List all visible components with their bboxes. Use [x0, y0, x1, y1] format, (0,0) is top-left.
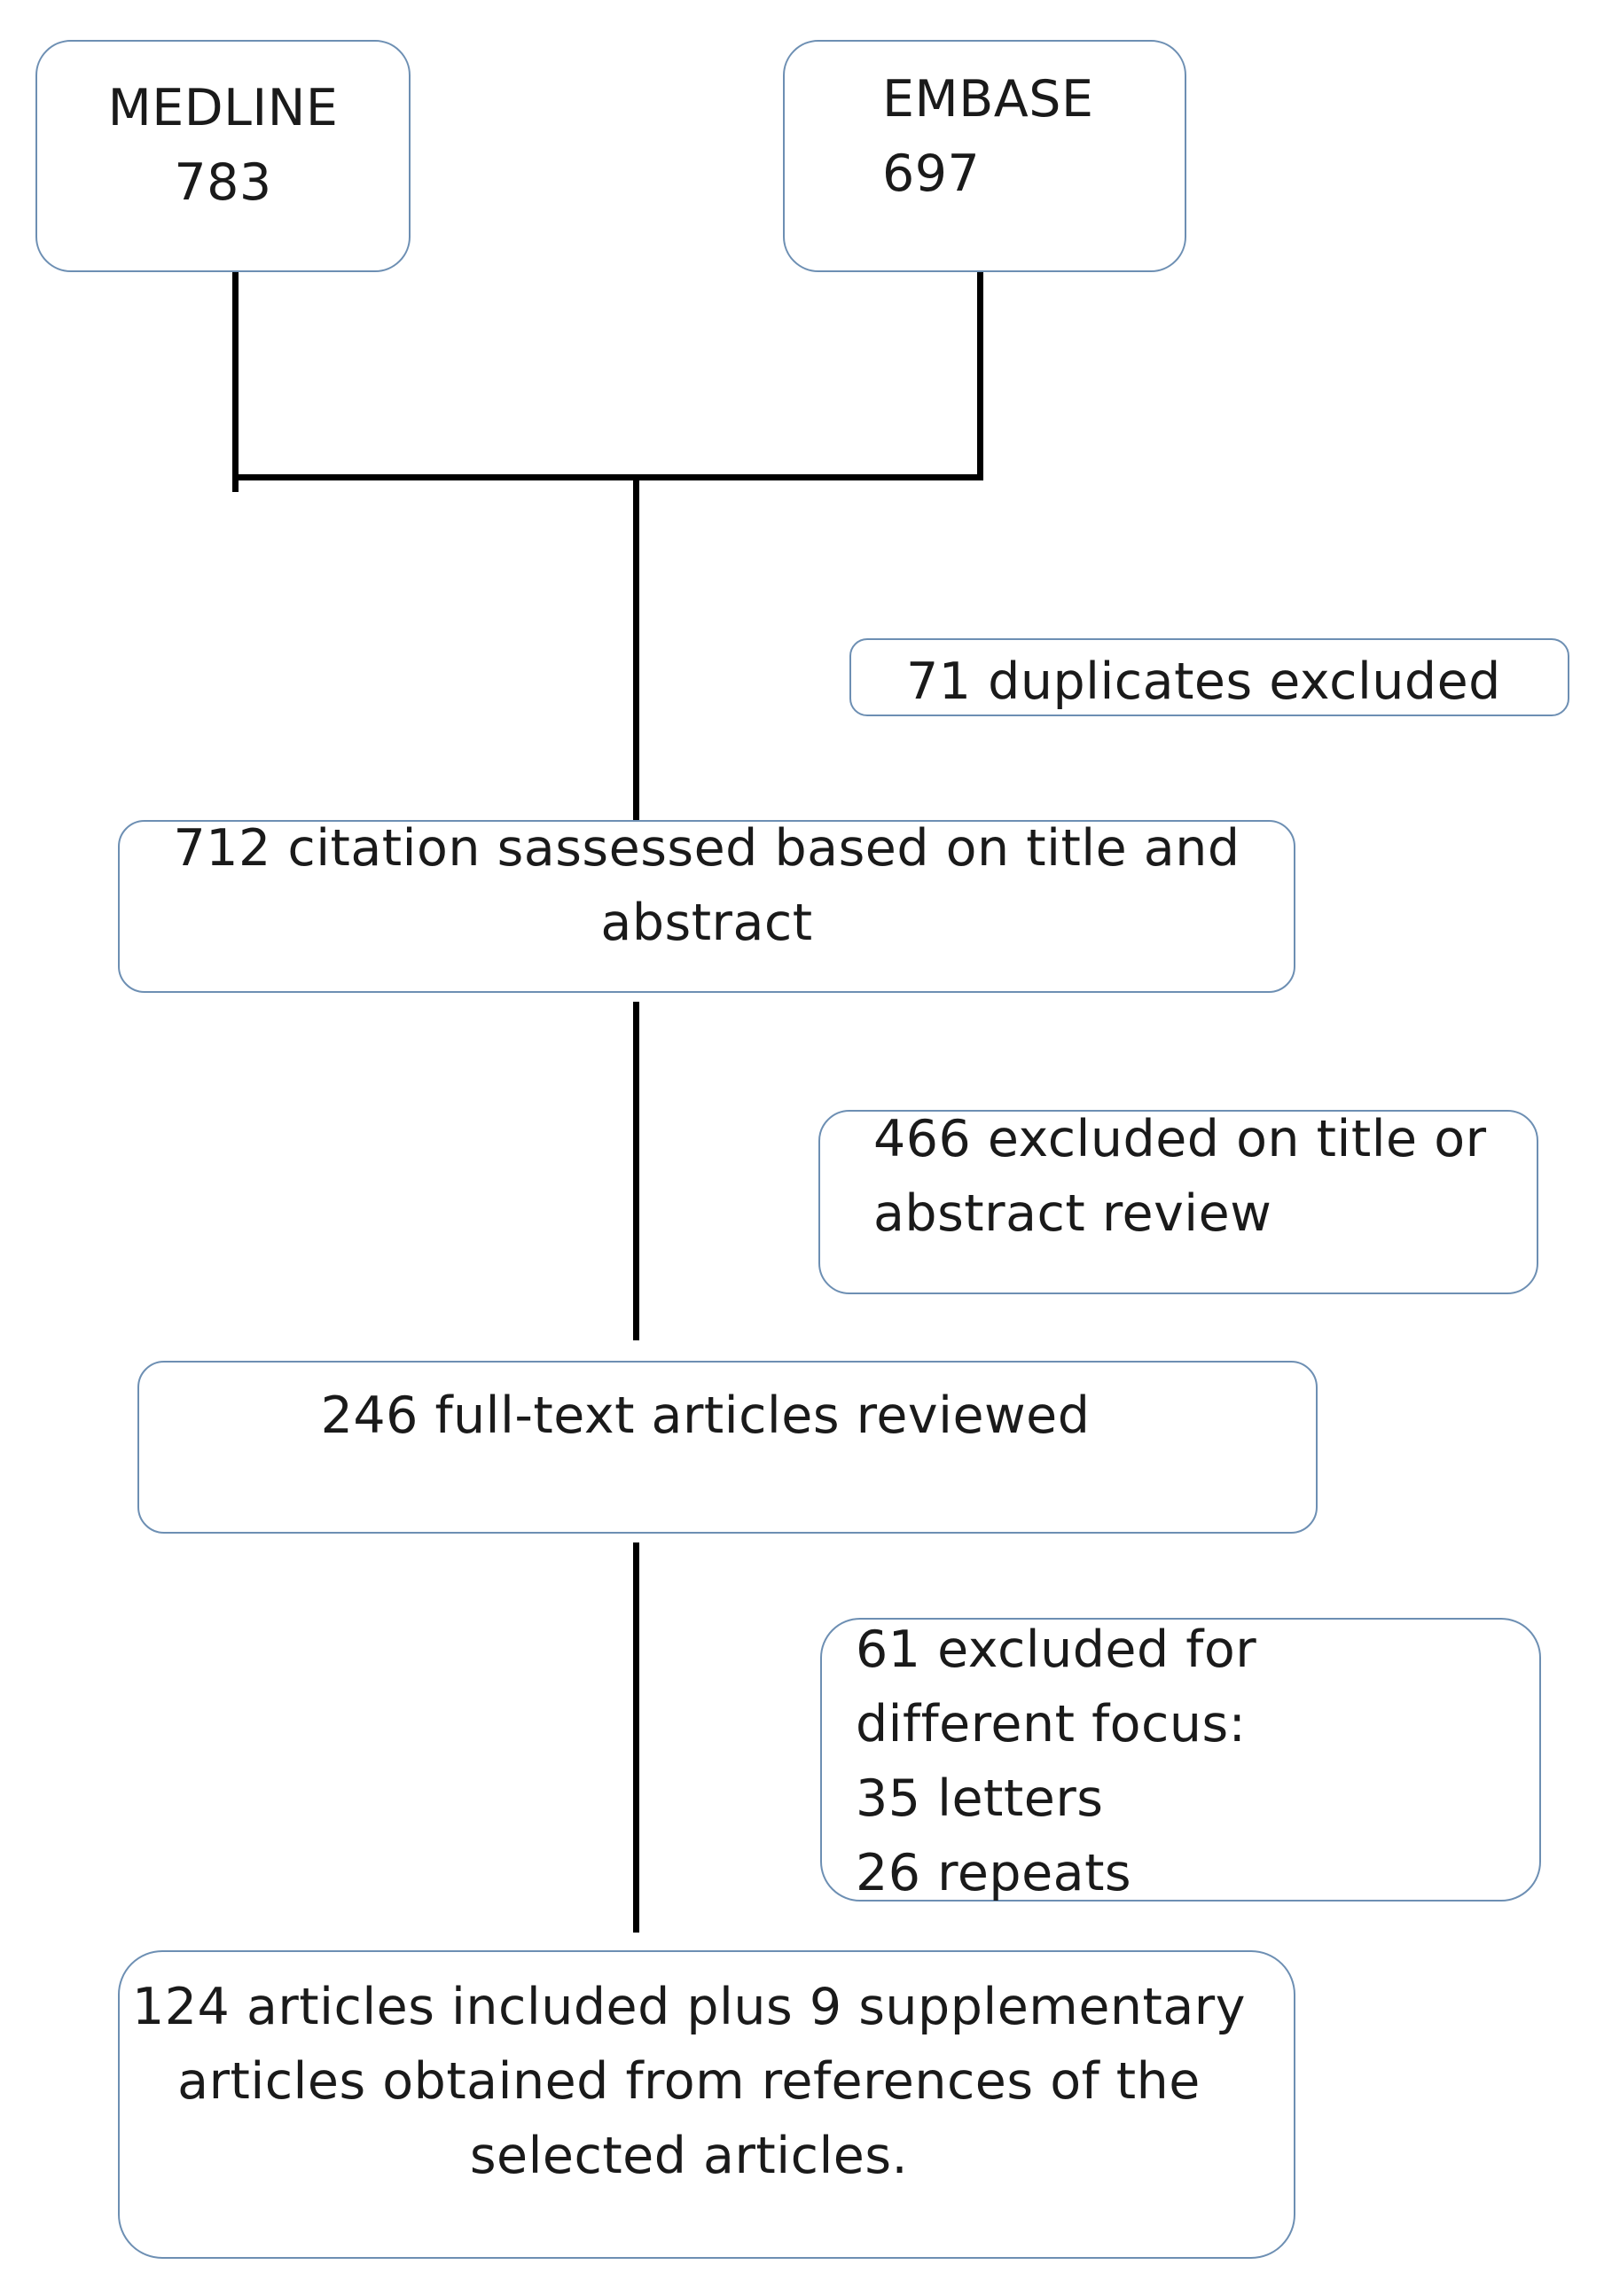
duplicates-excluded-text: 71 duplicates excluded	[906, 652, 1501, 711]
title-abstract-screening-box	[118, 820, 1295, 993]
title-abstract-exclusion-line2: abstract review	[873, 1184, 1272, 1243]
merge-to-screening-line	[633, 477, 639, 820]
full-text-exclusion-line4: 26 repeats	[856, 1844, 1132, 1902]
embase-label: EMBASE	[882, 70, 1094, 129]
screening-to-fulltext-line	[633, 1002, 639, 1340]
fulltext-to-included-line	[633, 1542, 639, 1933]
merge-horizontal-line	[232, 474, 983, 480]
title-abstract-exclusion-box	[818, 1110, 1538, 1294]
medline-count: 783	[174, 153, 272, 212]
embase-source-box	[783, 40, 1186, 272]
embase-connector-line	[977, 270, 983, 480]
screening-text-line2: abstract	[600, 894, 813, 952]
included-articles-box	[118, 1950, 1295, 2259]
screening-text-line1: 712 citation sassessed based on title an…	[173, 819, 1240, 878]
medline-label: MEDLINE	[107, 79, 339, 137]
title-abstract-exclusion-line1: 466 excluded on title or	[873, 1110, 1487, 1168]
full-text-exclusion-box	[820, 1618, 1541, 1902]
full-text-exclusion-line3: 35 letters	[856, 1769, 1104, 1828]
full-text-review-box	[137, 1361, 1318, 1534]
full-text-exclusion-line2: different focus:	[856, 1695, 1247, 1753]
included-text-line2: articles obtained from references of the	[177, 2052, 1201, 2111]
medline-source-box	[35, 40, 411, 272]
embase-count: 697	[882, 144, 981, 203]
medline-connector-line	[232, 270, 239, 492]
full-text-review-text: 246 full-text articles reviewed	[320, 1386, 1091, 1445]
included-text-line3: selected articles.	[469, 2127, 909, 2185]
duplicates-excluded-box	[849, 638, 1569, 716]
included-text-line1: 124 articles included plus 9 supplementa…	[132, 1978, 1246, 2036]
full-text-exclusion-line1: 61 excluded for	[856, 1620, 1257, 1679]
